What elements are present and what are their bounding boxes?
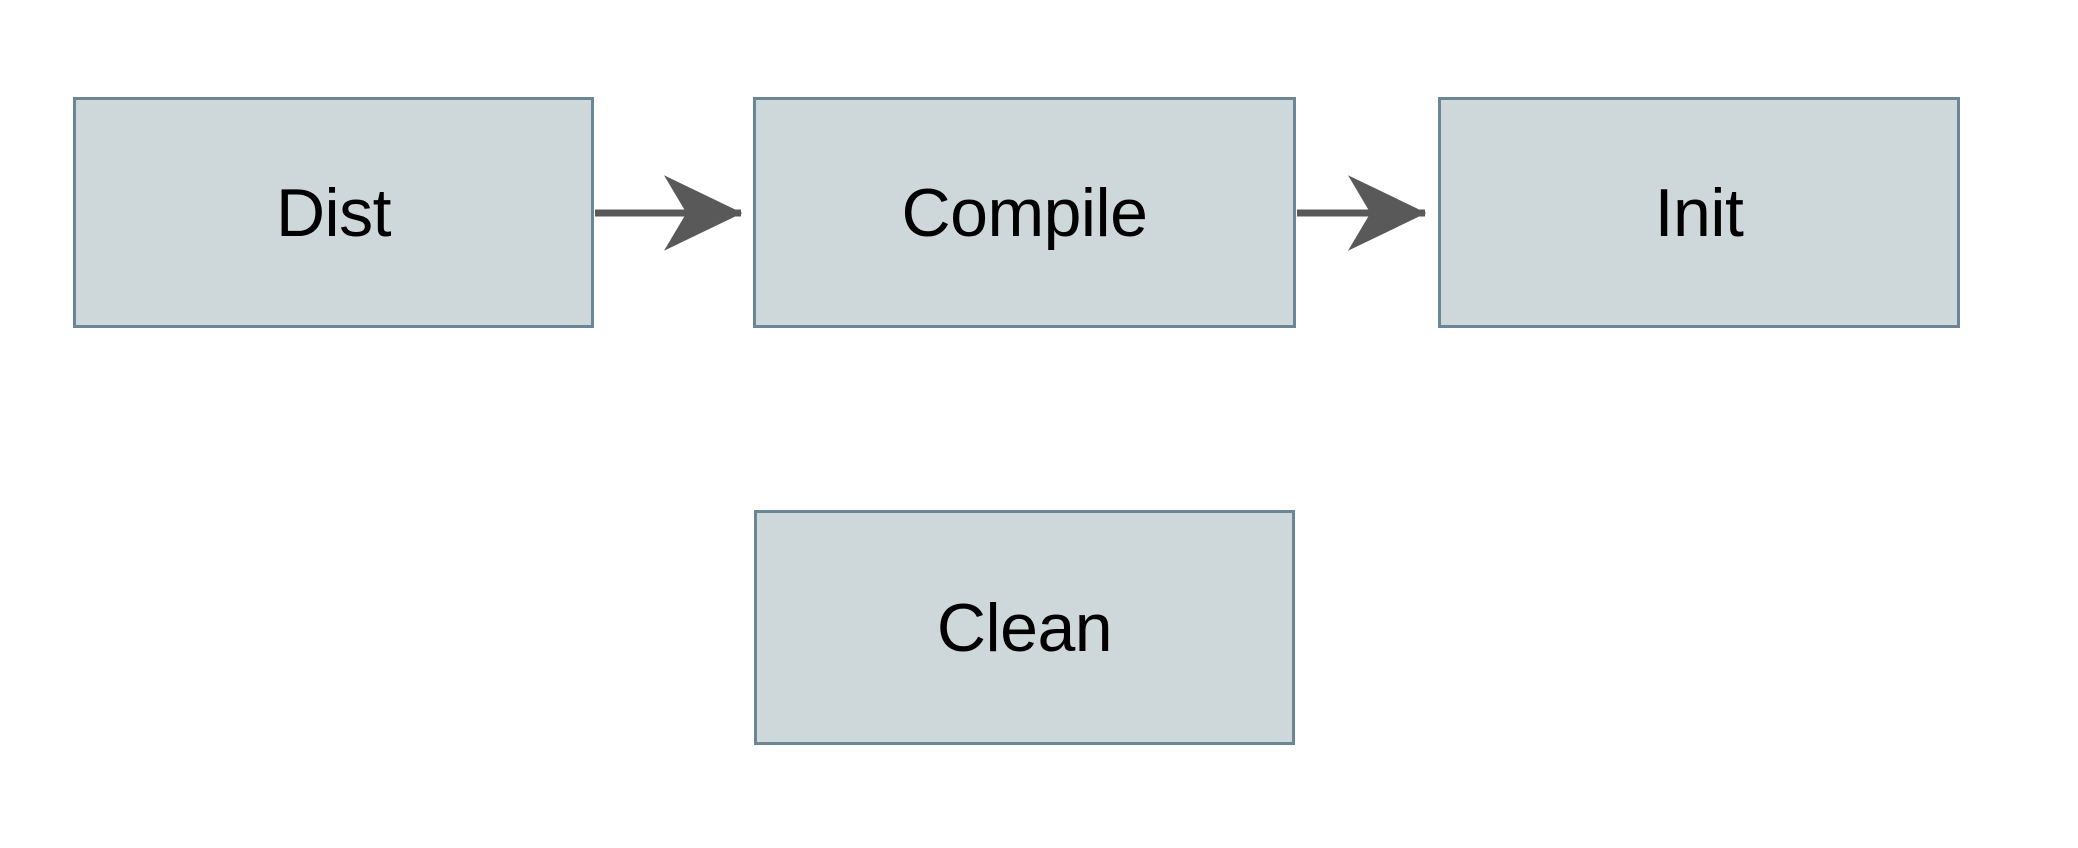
node-clean-label: Clean xyxy=(936,589,1113,666)
node-init-label: Init xyxy=(1654,174,1744,251)
node-init[interactable]: Init xyxy=(1438,97,1960,328)
node-dist-label: Dist xyxy=(275,174,392,251)
node-compile[interactable]: Compile xyxy=(753,97,1296,328)
node-clean[interactable]: Clean xyxy=(754,510,1295,745)
node-compile-label: Compile xyxy=(901,174,1148,251)
node-dist[interactable]: Dist xyxy=(73,97,594,328)
